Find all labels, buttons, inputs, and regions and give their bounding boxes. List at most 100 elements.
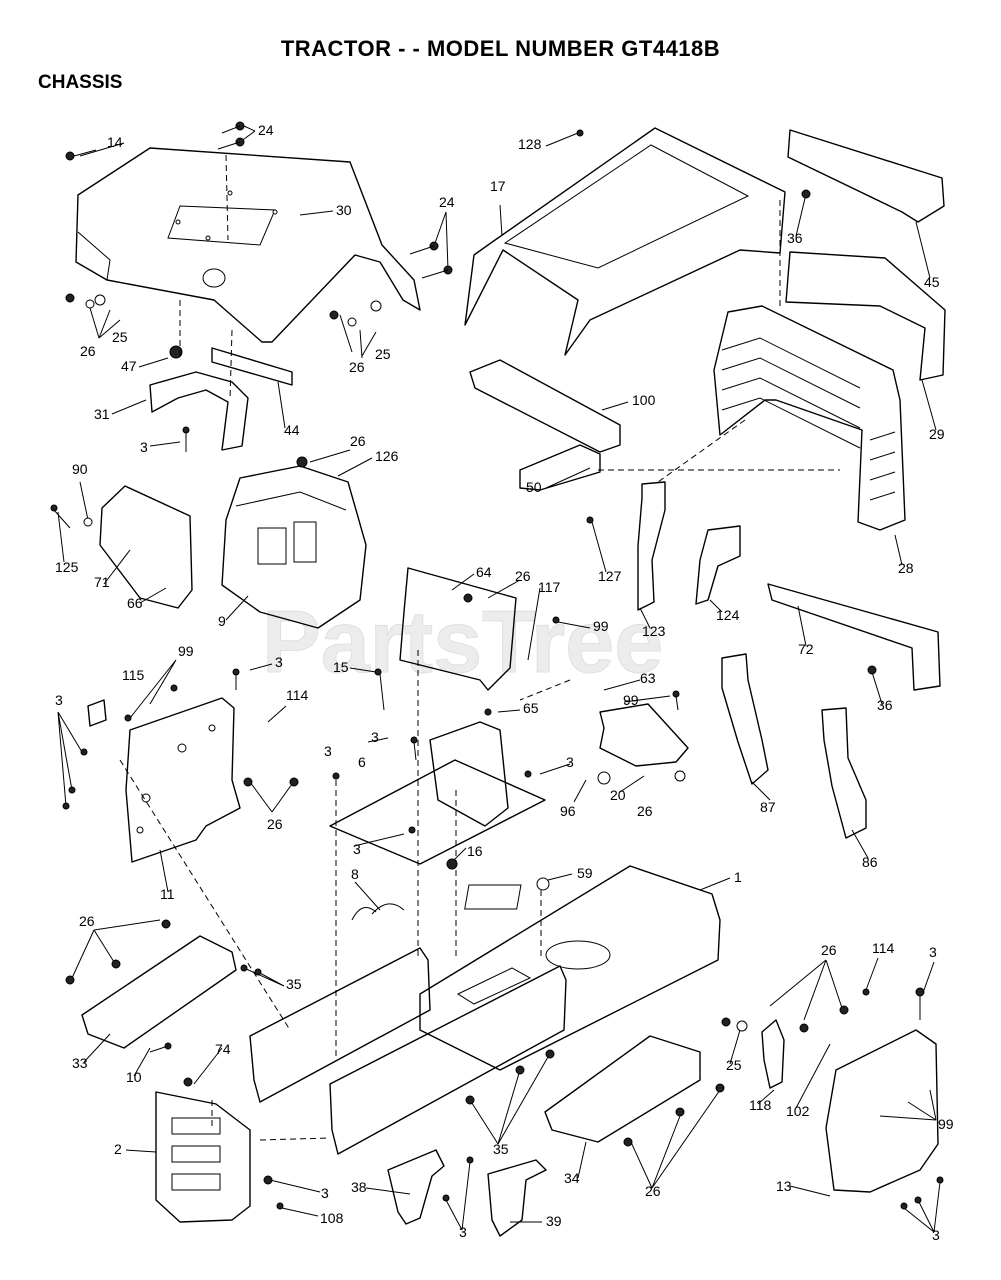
callout-99: 99	[178, 643, 194, 659]
callout-25: 25	[112, 329, 128, 345]
callout-11: 11	[160, 886, 175, 902]
callout-3: 3	[321, 1185, 329, 1201]
callout-123: 123	[642, 623, 666, 639]
callout-3: 3	[324, 743, 332, 759]
callout-59: 59	[577, 865, 593, 881]
callout-64: 64	[476, 564, 492, 580]
callout-3: 3	[55, 692, 63, 708]
part-9-housing	[221, 465, 367, 629]
part-30-dash-panel	[75, 147, 421, 343]
part-29-side-panel	[785, 251, 946, 381]
callout-9: 9	[218, 613, 226, 629]
callout-74: 74	[215, 1041, 231, 1057]
callout-127: 127	[598, 568, 622, 584]
part-44-plate	[211, 347, 293, 386]
callout-26: 26	[645, 1183, 661, 1199]
callout-117: 117	[538, 579, 561, 595]
callout-90: 90	[72, 461, 88, 477]
callout-47: 47	[121, 358, 137, 374]
watermark: PartsTree	[262, 592, 663, 691]
callout-63: 63	[640, 670, 656, 686]
callout-115: 115	[122, 667, 145, 683]
callout-17: 17	[490, 178, 506, 194]
part-66-plate	[99, 485, 193, 609]
assembly-guides	[119, 154, 840, 1141]
callout-3: 3	[459, 1224, 467, 1240]
callout-26: 26	[79, 913, 95, 929]
callout-38: 38	[351, 1179, 367, 1195]
part-11-bracket	[125, 697, 241, 863]
callout-45: 45	[924, 274, 940, 290]
part-100-rail	[469, 359, 621, 453]
callout-66: 66	[127, 595, 143, 611]
callout-126: 126	[375, 448, 399, 464]
part-72-bracket	[767, 583, 941, 691]
part-123-bracket	[637, 481, 666, 611]
callout-24: 24	[258, 122, 274, 138]
callout-50: 50	[526, 479, 542, 495]
callout-26: 26	[349, 359, 365, 375]
fasteners	[50, 121, 944, 1210]
callout-15: 15	[333, 659, 349, 675]
callout-2: 2	[114, 1141, 122, 1157]
callout-13: 13	[776, 1178, 792, 1194]
callout-6: 6	[358, 754, 366, 770]
callout-26: 26	[80, 343, 96, 359]
callout-3: 3	[353, 841, 361, 857]
callout-25: 25	[726, 1057, 742, 1073]
part-86-shield	[821, 707, 867, 839]
callout-124: 124	[716, 607, 740, 623]
callout-1: 1	[734, 869, 742, 885]
part-6-plate	[329, 759, 546, 865]
callout-99: 99	[623, 692, 639, 708]
callout-26: 26	[515, 568, 531, 584]
callout-34: 34	[564, 1170, 580, 1186]
callout-128: 128	[518, 136, 542, 152]
part-115-plate	[87, 699, 107, 727]
part-31-bracket	[149, 371, 249, 451]
callout-125: 125	[55, 559, 79, 575]
callout-25: 25	[375, 346, 391, 362]
callout-3: 3	[566, 754, 574, 770]
part-50-bar	[519, 444, 601, 491]
callout-114: 114	[286, 687, 309, 703]
callout-26: 26	[350, 433, 366, 449]
callout-26: 26	[821, 942, 837, 958]
callout-35: 35	[286, 976, 302, 992]
callout-86: 86	[862, 854, 878, 870]
callout-65: 65	[523, 700, 539, 716]
callout-3: 3	[140, 439, 148, 455]
callout-44: 44	[284, 422, 300, 438]
callout-29: 29	[929, 426, 945, 442]
callout-87: 87	[760, 799, 776, 815]
part-87-shield	[721, 653, 769, 785]
callout-35: 35	[493, 1141, 509, 1157]
callout-26: 26	[637, 803, 653, 819]
callout-14: 14	[107, 134, 123, 150]
part-20-plate	[599, 703, 689, 767]
callout-30: 30	[336, 202, 352, 218]
part-17-hood	[464, 127, 786, 356]
frame-rail-right	[329, 965, 567, 1155]
callout-36: 36	[787, 230, 803, 246]
callout-16: 16	[467, 843, 483, 859]
callout-99: 99	[938, 1116, 954, 1132]
callout-31: 31	[94, 406, 110, 422]
callout-28: 28	[898, 560, 914, 576]
part-64-shield	[399, 567, 517, 691]
part-118-bracket	[761, 1019, 785, 1089]
part-124-bracket	[695, 525, 741, 605]
callout-3: 3	[275, 654, 283, 670]
part-13-bracket	[825, 1029, 939, 1193]
callout-10: 10	[126, 1069, 142, 1085]
part-38-bracket	[387, 1149, 445, 1225]
callout-72: 72	[798, 641, 814, 657]
part-45-bracket	[787, 129, 945, 223]
callout-114: 114	[872, 940, 895, 956]
callout-108: 108	[320, 1210, 344, 1226]
callout-3: 3	[932, 1227, 940, 1243]
callout-33: 33	[72, 1055, 88, 1071]
frame-rail-left	[249, 947, 431, 1103]
